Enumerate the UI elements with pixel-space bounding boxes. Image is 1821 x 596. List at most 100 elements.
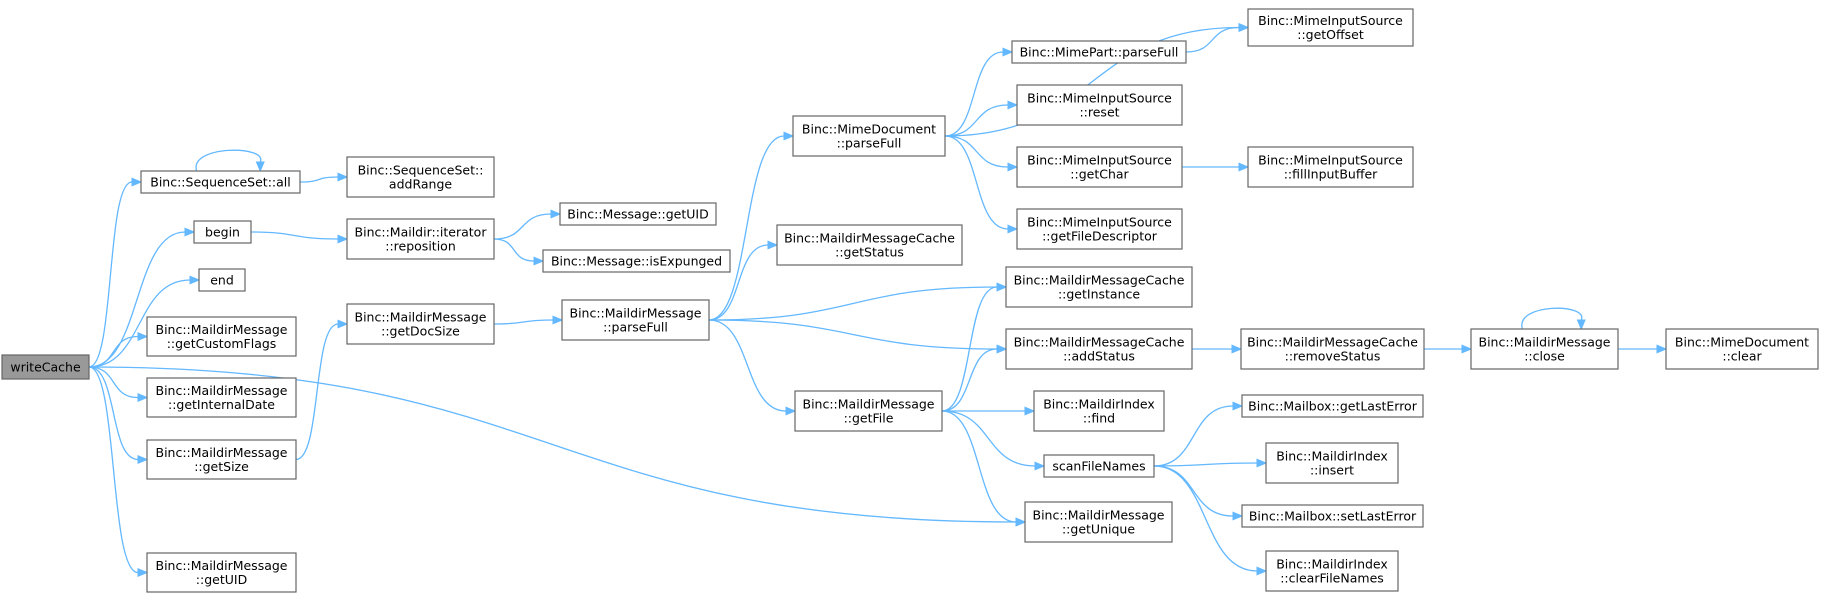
node-label: Binc::Maildir::iterator [355,225,488,240]
node-box [146,439,297,480]
edge-arrowhead [533,256,545,266]
node-getInternalDate[interactable]: Binc::MaildirMessage::getInternalDate [146,377,297,418]
edge-mdParseFull-to-misReset [944,100,1019,137]
node-clearFileNames[interactable]: Binc::MaildirIndex::clearFileNames [1265,550,1399,592]
node-label: ::fillInputBuffer [1284,167,1378,182]
node-box [193,220,252,244]
node-getLastError[interactable]: Binc::Mailbox::getLastError [1241,394,1424,418]
node-box [346,303,495,345]
edge-line [1153,462,1258,467]
edge-mdParseFull-to-mpParseFull [944,47,1014,137]
edge-line [708,244,769,321]
node-cacheGetStatus[interactable]: Binc::MaildirMessageCache::getStatus [776,224,963,266]
edge-arrowhead [337,172,349,182]
node-box [146,316,297,357]
node-find[interactable]: Binc::MaildirIndex::find [1033,390,1165,432]
node-box [1240,328,1425,370]
node-label: ::reset [1079,105,1119,120]
node-label: Binc::MaildirMessage [156,322,288,337]
edge-layer [88,22,1668,578]
edge-arrowhead [1007,224,1019,234]
node-label: Binc::MaildirIndex [1043,397,1155,412]
node-isExpunged[interactable]: Binc::Message::isExpunged [542,249,731,273]
node-label: Binc::MimeDocument [802,122,936,137]
node-addRange[interactable]: Binc::SequenceSet::addRange [346,156,495,198]
node-label: Binc::MaildirMessage [803,397,935,412]
node-box [146,552,297,593]
node-label: Binc::MaildirMessageCache [1247,335,1418,350]
node-getOffset[interactable]: Binc::MimeInputSource::getOffset [1247,8,1414,47]
edge-arrowhead [1002,47,1014,57]
node-idxInsert[interactable]: Binc::MaildirIndex::insert [1265,442,1399,484]
edge-writeCache-to-getSize [88,366,149,465]
node-mmParseFull[interactable]: Binc::MaildirMessage::parseFull [561,299,710,341]
node-writeCache[interactable]: writeCache [1,354,90,380]
node-box [1470,328,1619,370]
edge-writeCache-to-end [88,275,201,368]
node-begin[interactable]: begin [193,220,252,244]
node-getInstance[interactable]: Binc::MaildirMessageCache::getInstance [1005,266,1193,308]
edge-line [941,410,1017,523]
edge-mmParseFull-to-getInstance [708,282,1008,321]
edge-mmParseFull-to-mdParseFull [708,131,795,321]
edge-arrowhead [767,240,779,250]
node-label: ::getInternalDate [168,397,275,412]
node-getUIDmm[interactable]: Binc::MaildirMessage::getUID [146,552,297,593]
node-mdParseFull[interactable]: Binc::MimeDocument::parseFull [792,115,946,157]
edge-line [195,149,262,172]
node-getUnique[interactable]: Binc::MaildirMessage::getUnique [1024,501,1173,543]
node-label: Binc::MaildirMessage [355,310,487,325]
edge-line [1153,465,1258,572]
node-label: ::getUnique [1062,522,1135,537]
edge-getFile-to-addStatus [941,344,1008,412]
node-misReset[interactable]: Binc::MimeInputSource::reset [1016,84,1183,126]
node-getSize[interactable]: Binc::MaildirMessage::getSize [146,439,297,480]
node-mdClear[interactable]: Binc::MimeDocument::clear [1665,328,1819,370]
node-box [1005,328,1193,370]
edge-arrowhead [1461,344,1473,354]
edge-line [493,319,554,325]
node-addStatus[interactable]: Binc::MaildirMessageCache::addStatus [1005,328,1193,370]
node-msgGetUID[interactable]: Binc::Message::getUID [559,202,717,226]
node-reposition[interactable]: Binc::Maildir::iterator::reposition [346,218,495,260]
node-label: Binc::MimeDocument [1675,335,1809,350]
node-label: end [210,273,234,288]
node-getFileDescriptor[interactable]: Binc::MimeInputSource::getFileDescriptor [1016,208,1183,250]
node-getDocSize[interactable]: Binc::MaildirMessage::getDocSize [346,303,495,345]
node-box [1016,146,1183,188]
edge-line [493,213,552,240]
node-label: ::removeStatus [1285,349,1381,364]
node-close[interactable]: Binc::MaildirMessage::close [1470,328,1619,370]
node-box [1016,84,1183,126]
edge-arrowhead [337,319,349,329]
node-getFile[interactable]: Binc::MaildirMessage::getFile [794,390,943,432]
node-box [346,156,495,198]
edge-getChar-to-fillInputBuffer [1182,162,1250,172]
edge-arrowhead [137,392,149,403]
node-end[interactable]: end [198,268,246,292]
node-removeStatus[interactable]: Binc::MaildirMessageCache::removeStatus [1240,328,1425,370]
node-box [1033,390,1165,432]
node-box [1265,550,1399,592]
node-box [794,390,943,432]
node-box [1024,501,1173,543]
node-seqAll[interactable]: Binc::SequenceSet::all [140,170,301,194]
node-label: ::getCustomFlags [167,336,277,351]
node-setLastError[interactable]: Binc::Mailbox::setLastError [1241,504,1424,528]
edge-writeCache-to-seqAll [88,177,143,368]
edge-mmParseFull-to-cacheGetStatus [708,240,779,321]
node-label: Binc::Message::isExpunged [551,254,722,269]
node-box [1665,328,1819,370]
node-scanFileNames[interactable]: scanFileNames [1043,454,1155,478]
edge-arrowhead [1007,100,1019,110]
node-mpParseFull[interactable]: Binc::MimePart::parseFull [1011,40,1187,64]
node-getChar[interactable]: Binc::MimeInputSource::getChar [1016,146,1183,188]
edge-arrowhead [1015,517,1027,527]
node-label: scanFileNames [1052,459,1145,474]
edge-arrowhead [137,567,149,578]
node-fillInputBuffer[interactable]: Binc::MimeInputSource::fillInputBuffer [1247,146,1414,188]
node-label: Binc::MaildirMessage [570,306,702,321]
node-getCustomFlags[interactable]: Binc::MaildirMessage::getCustomFlags [146,316,297,357]
node-label: Binc::MaildirMessageCache [1014,273,1185,288]
edge-scanFileNames-to-getLastError [1153,401,1244,467]
